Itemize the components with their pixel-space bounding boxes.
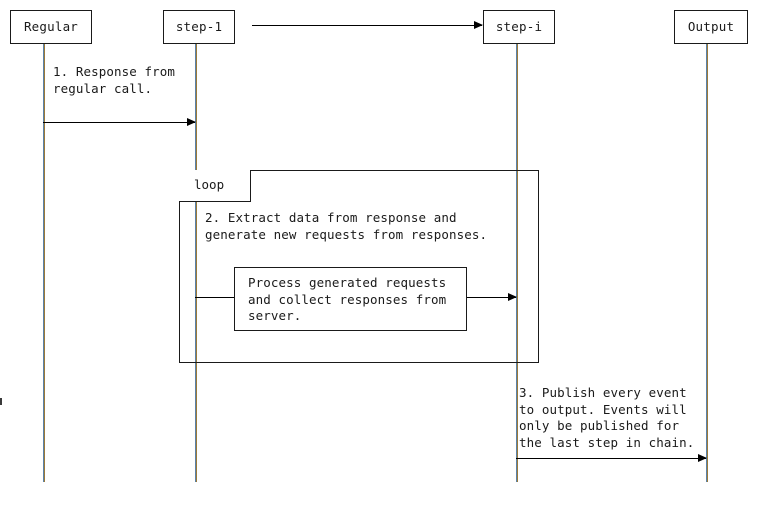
annotation-response-from-regular-call: 1. Response from regular call.: [53, 64, 176, 96]
edge-artifact-mark: [0, 398, 2, 405]
message-arrow-step-i-to-output: [516, 454, 707, 462]
participant-label-step-1: step-1: [175, 18, 223, 34]
lifeline-step-i: [516, 44, 518, 482]
participant-label-regular: Regular: [23, 18, 79, 34]
message-arrow-regular-to-step-1: [43, 118, 196, 126]
arrowhead-icon: [474, 21, 483, 29]
note-box-process-generated-requests: Process generated requests and collect r…: [234, 267, 467, 331]
arrowhead-icon: [698, 454, 707, 462]
lifeline-regular: [43, 44, 45, 482]
participant-label-output: Output: [687, 18, 735, 34]
participant-output[interactable]: Output: [674, 10, 748, 44]
note-box-text: Process generated requests and collect r…: [248, 275, 447, 324]
loop-fragment-frame: [179, 170, 539, 363]
annotation-publish-every-event: 3. Publish every event to output. Events…: [519, 385, 695, 450]
participant-label-step-i: step-i: [495, 18, 543, 34]
lifeline-output: [706, 44, 708, 482]
annotation-extract-data-generate-requests: 2. Extract data from response and genera…: [205, 210, 488, 242]
participant-step-i[interactable]: step-i: [483, 10, 555, 44]
arrowhead-icon: [187, 118, 196, 126]
participant-step-1[interactable]: step-1: [163, 10, 235, 44]
loop-fragment-operator-label: loop: [194, 177, 225, 193]
message-arrow-chain: [252, 21, 483, 29]
lifeline-step-1: [195, 44, 197, 482]
loop-fragment-operator-tab: loop: [179, 170, 251, 202]
arrowhead-icon: [508, 293, 517, 301]
participant-regular[interactable]: Regular: [10, 10, 92, 44]
